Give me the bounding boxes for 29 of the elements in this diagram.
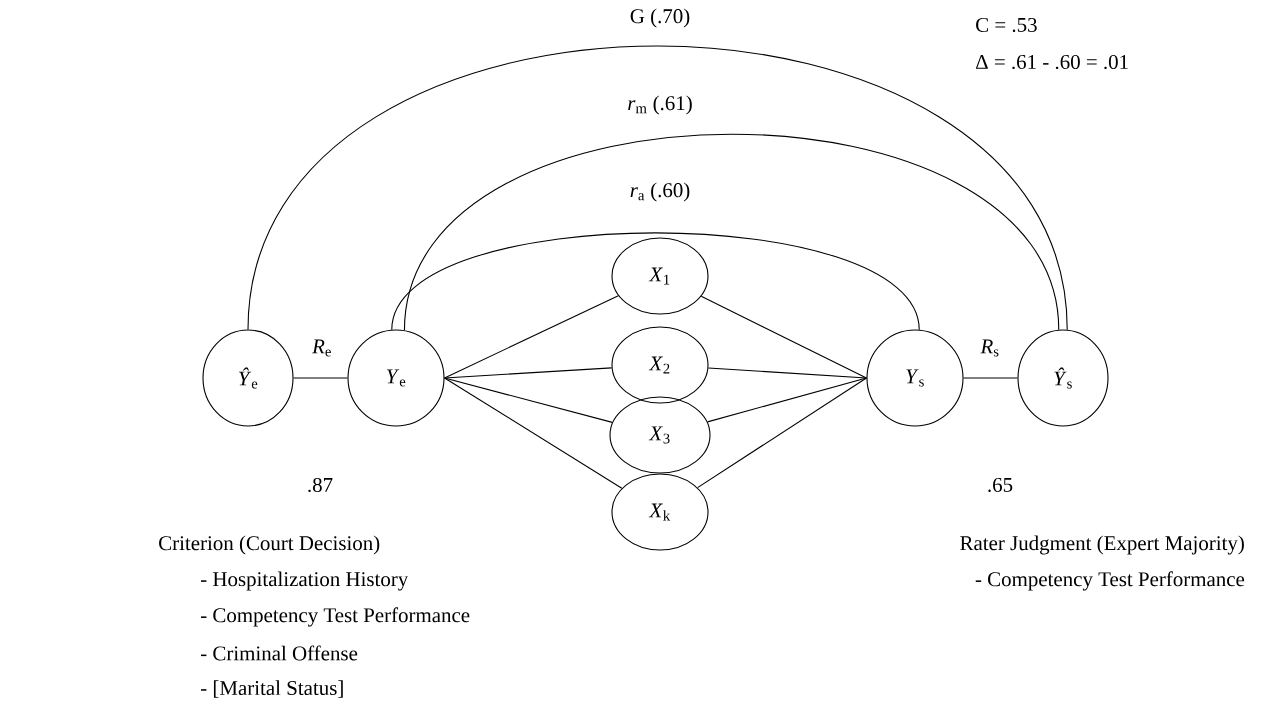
arc-connector [403, 133, 1060, 331]
annotation-text: Criterion (Court Decision) [159, 535, 380, 555]
annotation-text: - Competency Test Performance [975, 571, 1245, 591]
arc-connector [391, 232, 920, 331]
edge-label: G (.70) [628, 7, 692, 29]
connector-line [707, 367, 867, 379]
annotation-text: - [Marital Status] [201, 680, 343, 698]
annotation-text: Rater Judgment (Expert Majority) [960, 535, 1244, 555]
connector-line [697, 377, 867, 489]
connector-line [444, 377, 623, 489]
connector-line [707, 377, 867, 423]
edge-label: r$_{a}$ (.60) [628, 181, 692, 203]
annotation-text: - Hospitalization History [201, 571, 409, 591]
arc-connector [247, 45, 1068, 331]
annotation-text: - Competency Test Performance [201, 607, 470, 627]
annotation-text: .87 [308, 477, 333, 493]
connector-line [444, 377, 613, 423]
annotation-text: Δ = .61 - .60 = .01 [976, 54, 1128, 70]
edge-label: r$_{m}$ (.61) [626, 94, 694, 116]
edge-label: R$_{e}$ [311, 338, 333, 358]
annotation-text: - Criminal Offense [201, 645, 358, 661]
connector-line [444, 367, 613, 379]
annotation-text: C = .53 [976, 17, 1037, 33]
connector-line [700, 295, 867, 379]
connector-line [444, 295, 619, 379]
connector-line [293, 377, 348, 379]
edge-label: R$_{s}$ [979, 338, 1001, 358]
connector-line [963, 377, 1018, 379]
annotation-text: .65 [988, 477, 1013, 493]
